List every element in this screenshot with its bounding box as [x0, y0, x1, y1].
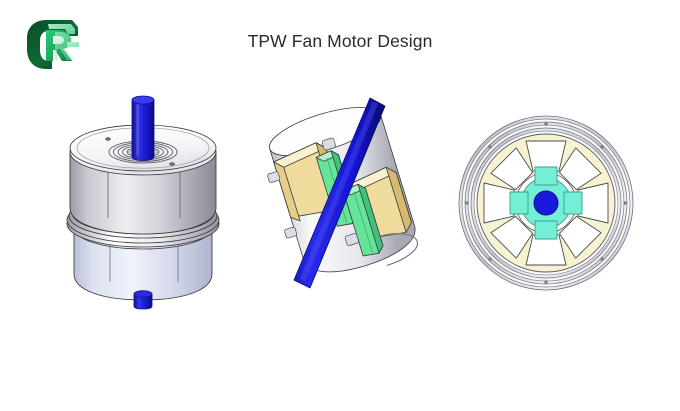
- page-title: TPW Fan Motor Design: [247, 31, 433, 51]
- rotor-pole: [534, 220, 558, 240]
- rotor-pole: [509, 191, 529, 215]
- lower-shaft-stub-top: [133, 290, 153, 298]
- motor-housing-body: [69, 151, 217, 235]
- stator-slot: [483, 182, 515, 224]
- shaft-bearings: [267, 137, 359, 246]
- fan-motor-assembly-isometric-view: [52, 78, 234, 310]
- lower-shaft-stub: [133, 293, 153, 310]
- logo-r-tail: [67, 42, 79, 47]
- logo-accent-wedge: [48, 24, 75, 34]
- stator-slot: [525, 140, 567, 172]
- rotor-pole: [534, 166, 558, 186]
- logo-r-highlight: [55, 32, 73, 60]
- motor-shaft-top: [131, 95, 155, 105]
- housing-lower-loop: [377, 233, 419, 266]
- stator-slot: [490, 147, 534, 191]
- motor-shaft: [131, 99, 155, 161]
- stator-slot: [558, 215, 602, 259]
- tilted-motor-shaft: [293, 97, 386, 289]
- stator-slot: [577, 182, 609, 224]
- shaft-highlight: [135, 103, 140, 157]
- fan-motor-cutaway-section-view: [252, 96, 428, 292]
- stator-slot: [525, 234, 567, 266]
- housing-rivet-dots: [465, 122, 627, 284]
- cover-screw-hole-2: [169, 162, 175, 166]
- rotor-magnet-segments: [315, 150, 384, 257]
- shaft-bore: [533, 190, 559, 216]
- stator-slots: [483, 140, 609, 266]
- cover-screw-hole-1: [105, 137, 111, 141]
- rotor-pole: [563, 191, 583, 215]
- cr-monogram-logo: [22, 14, 84, 74]
- stator-slot: [558, 147, 602, 191]
- stator-slot: [490, 215, 534, 259]
- fan-motor-top-cross-section-view: [458, 108, 634, 294]
